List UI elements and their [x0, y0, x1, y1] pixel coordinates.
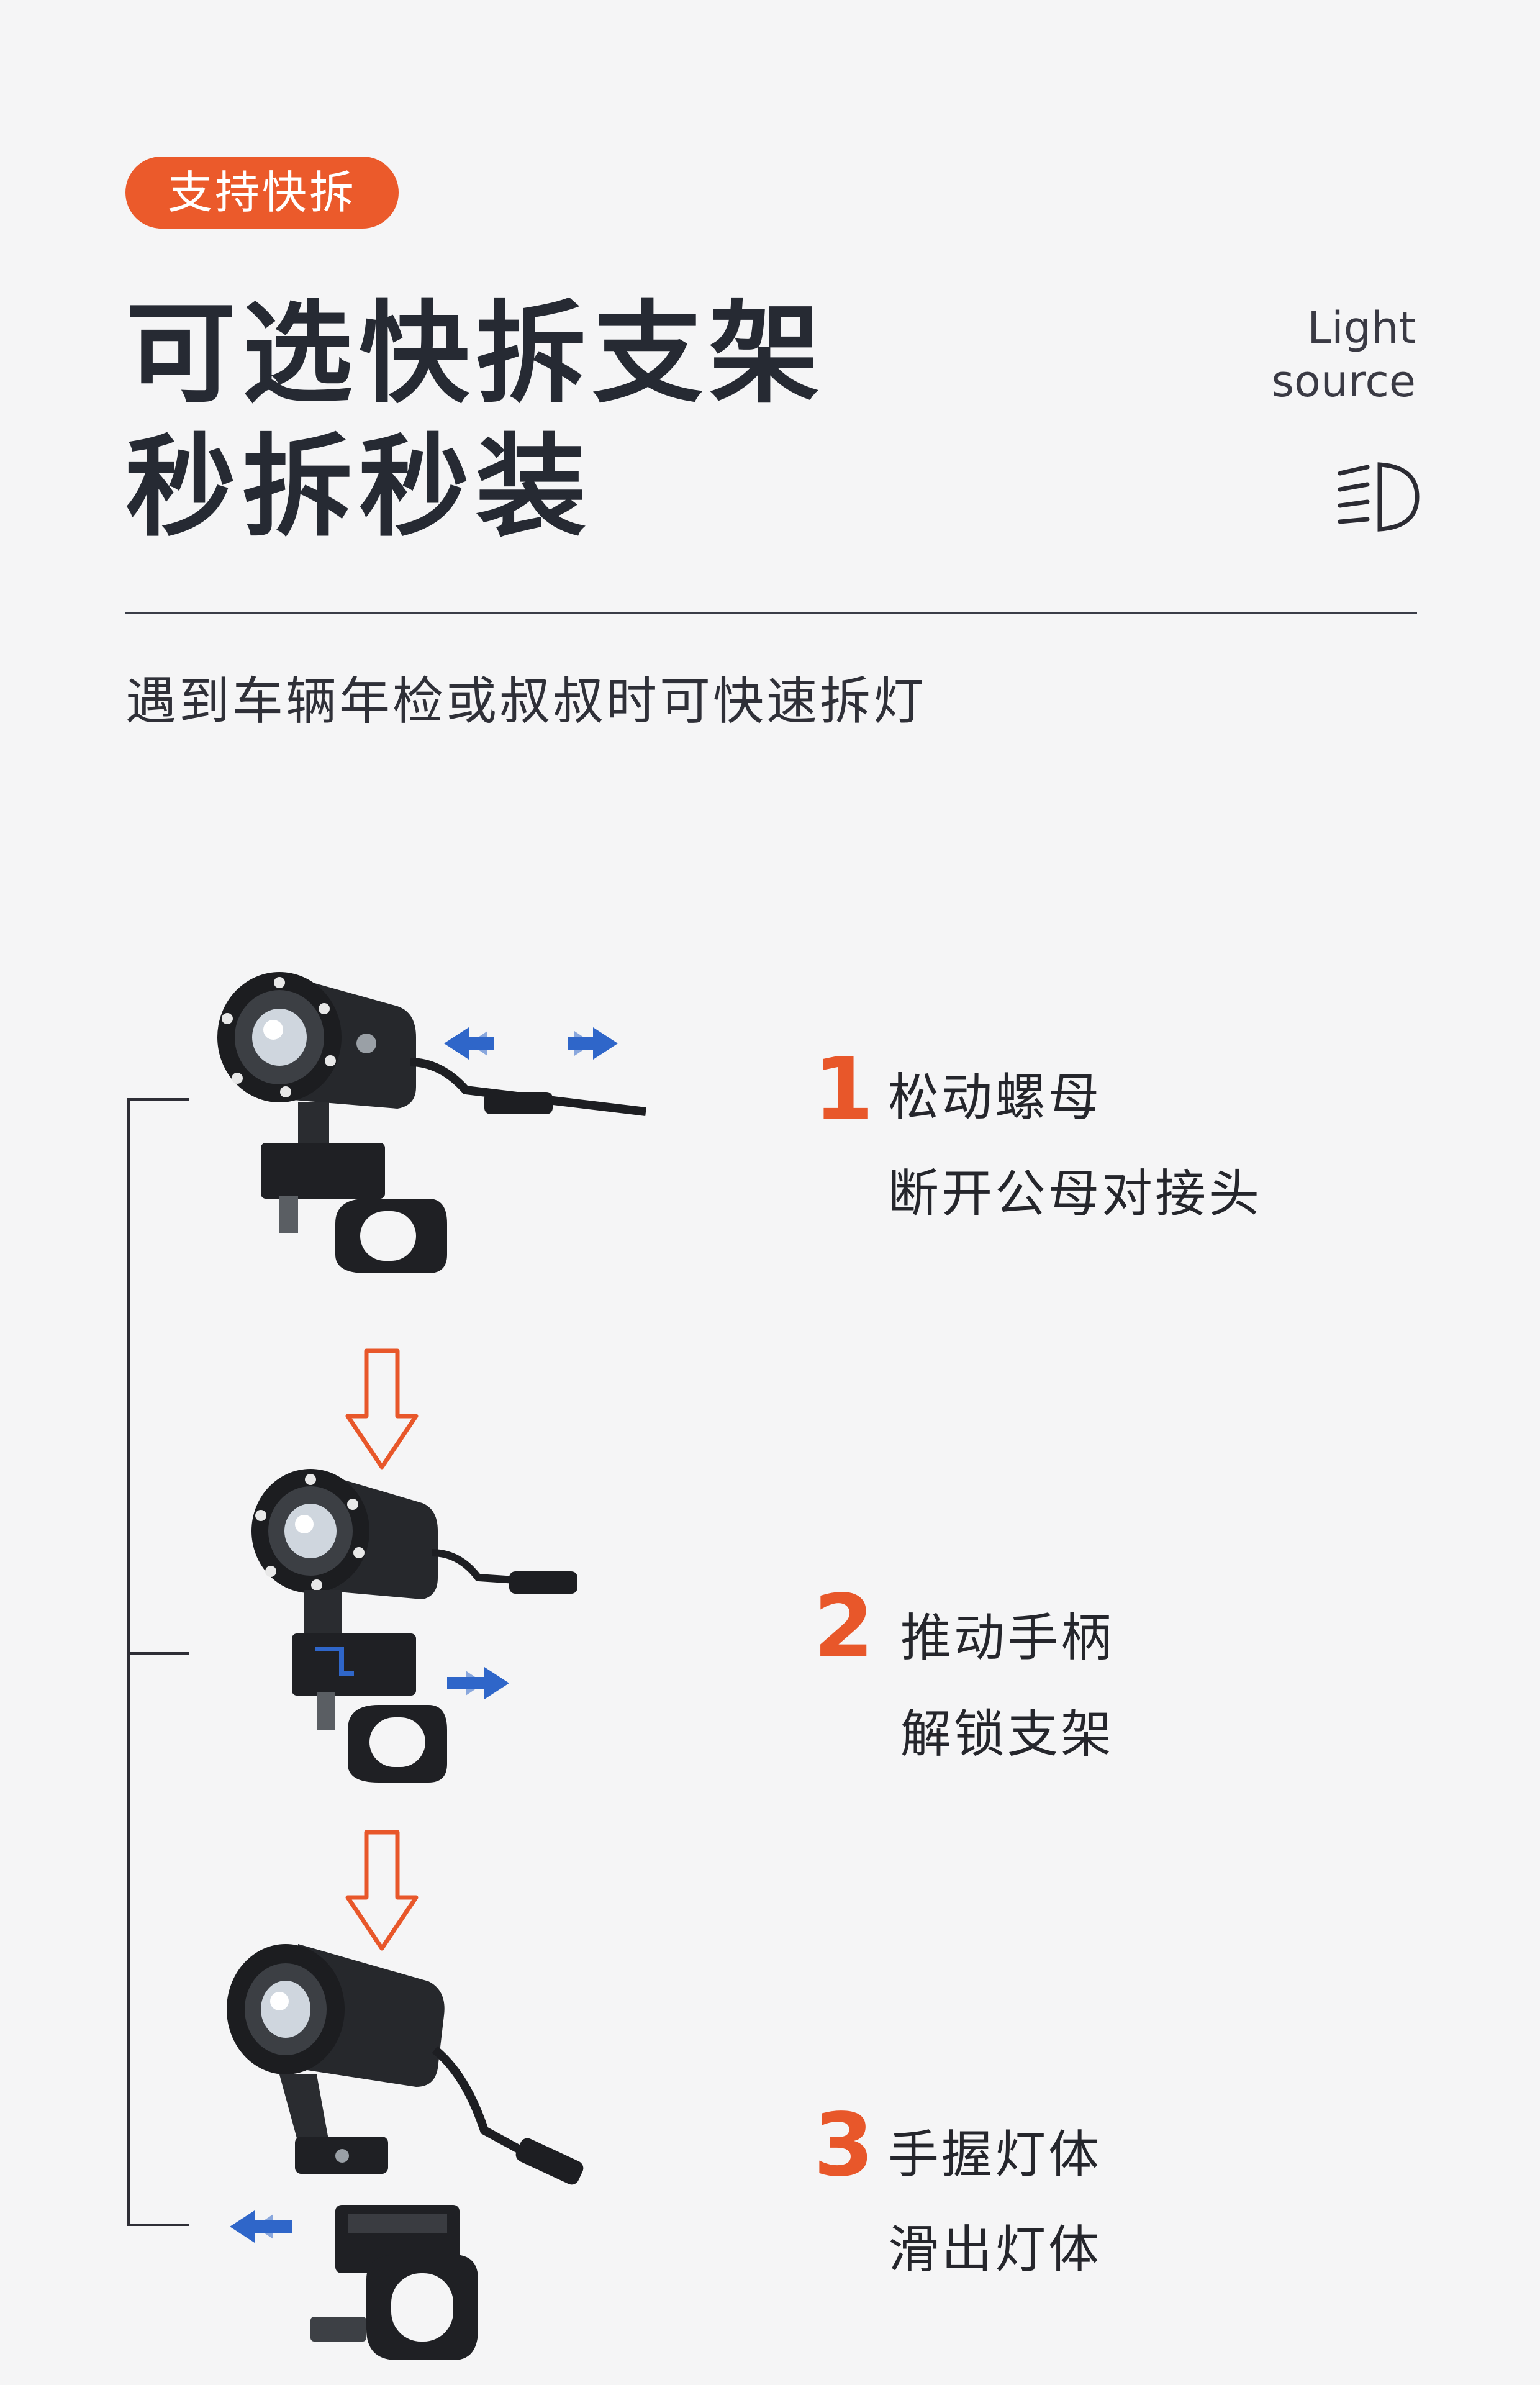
lamp-body [217, 972, 416, 1109]
subtitle: 遇到车辆年检或叔叔时可快速拆灯 [125, 672, 927, 731]
mount-bracket [261, 1102, 447, 1273]
step-3-left-arrow-icon [230, 2210, 292, 2243]
step-3-line-2: 滑出灯体 [888, 2220, 1102, 2279]
down-arrow-icon-1 [345, 1348, 419, 1470]
step-2-line-2: 解锁支架 [900, 1705, 1115, 1764]
step-bracket [127, 1098, 192, 2225]
light-source-line-2: source [1271, 356, 1416, 407]
step-2-lamp-image [251, 1469, 578, 1783]
step-3-number: 3 [813, 2095, 874, 2196]
light-source-label: Light source [1272, 301, 1416, 408]
step-3-line-1: 手握灯体 [888, 2125, 1102, 2184]
bracket-tick-3 [127, 2224, 189, 2226]
light-source-line-1: Light [1307, 302, 1416, 353]
headline-line-2: 秒拆秒装 [125, 423, 592, 552]
step-1-line-2: 断开公母对接头 [888, 1165, 1262, 1224]
step-2-number: 2 [813, 1576, 874, 1678]
divider-line [125, 612, 1417, 614]
step-2-right-arrow-icon [447, 1667, 509, 1699]
headline-line-1: 可选快拆支架 [125, 289, 826, 418]
step-1-number: 1 [813, 1039, 874, 1140]
quick-release-badge: 支持快拆 [125, 157, 399, 229]
headlight-beam-icon [1338, 462, 1420, 532]
step-1-lamp-image [217, 972, 646, 1273]
step-2-line-1: 推动手柄 [900, 1609, 1115, 1668]
bracket-tick-1 [127, 1098, 189, 1101]
bracket-tick-2 [127, 1652, 189, 1655]
step-1-double-arrow-icon [444, 1027, 618, 1060]
down-arrow-icon-2 [345, 1830, 419, 1951]
step-1-line-1: 松动螺母 [888, 1068, 1102, 1127]
step-3-lamp-image [227, 1944, 584, 2360]
